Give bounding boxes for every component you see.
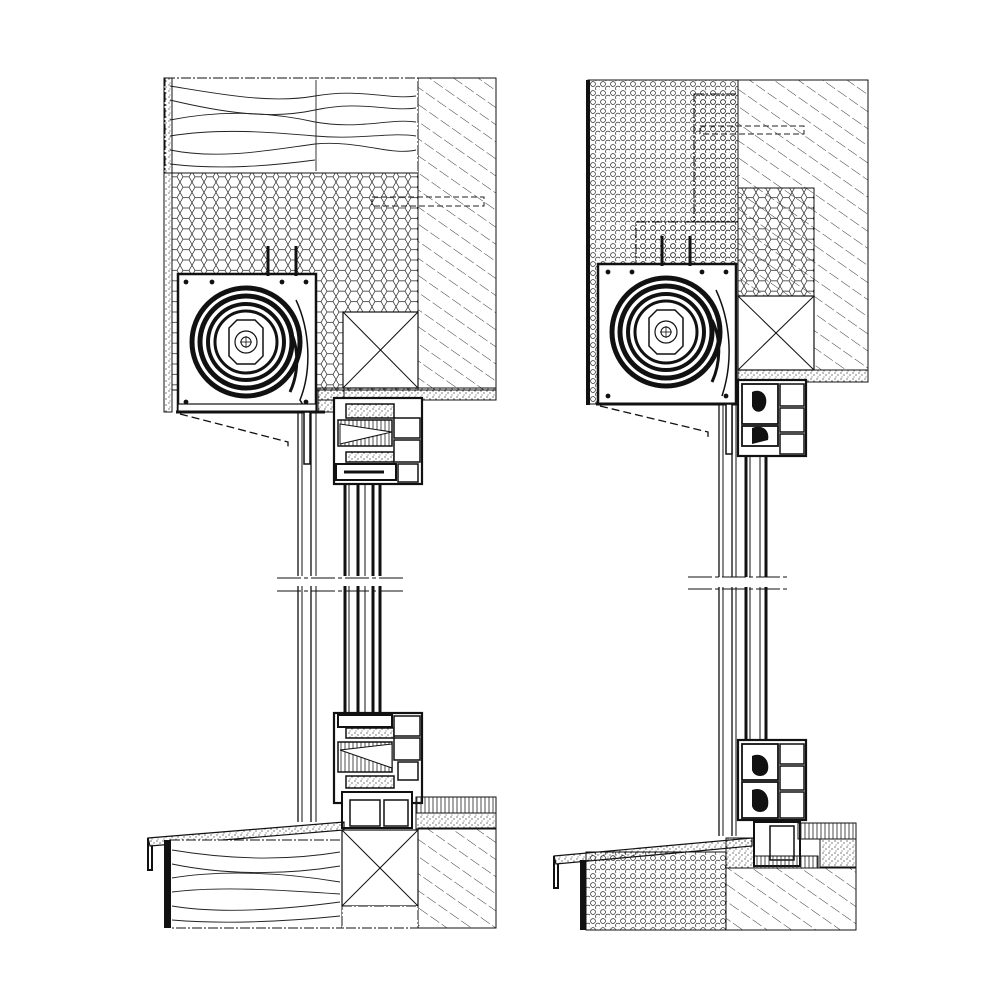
insulation-wool [164, 77, 419, 174]
timber-block [342, 311, 419, 389]
timber-block-right [737, 295, 815, 371]
timber-block-bottom [341, 829, 419, 929]
insulation-wool-bottom [169, 839, 343, 929]
roller-box [176, 246, 318, 412]
window-frame-top-right [736, 378, 808, 458]
window-frame-top [332, 396, 424, 486]
insulation-eps-right [737, 187, 815, 297]
window-frame-bottom [332, 711, 424, 829]
section-left [147, 77, 497, 929]
glazing [277, 411, 404, 822]
glazing-right [688, 403, 788, 836]
roller-box-right [596, 236, 738, 406]
section-right [553, 79, 869, 931]
masonry-hatch [417, 77, 497, 391]
window-frame-bottom-right [736, 738, 808, 867]
